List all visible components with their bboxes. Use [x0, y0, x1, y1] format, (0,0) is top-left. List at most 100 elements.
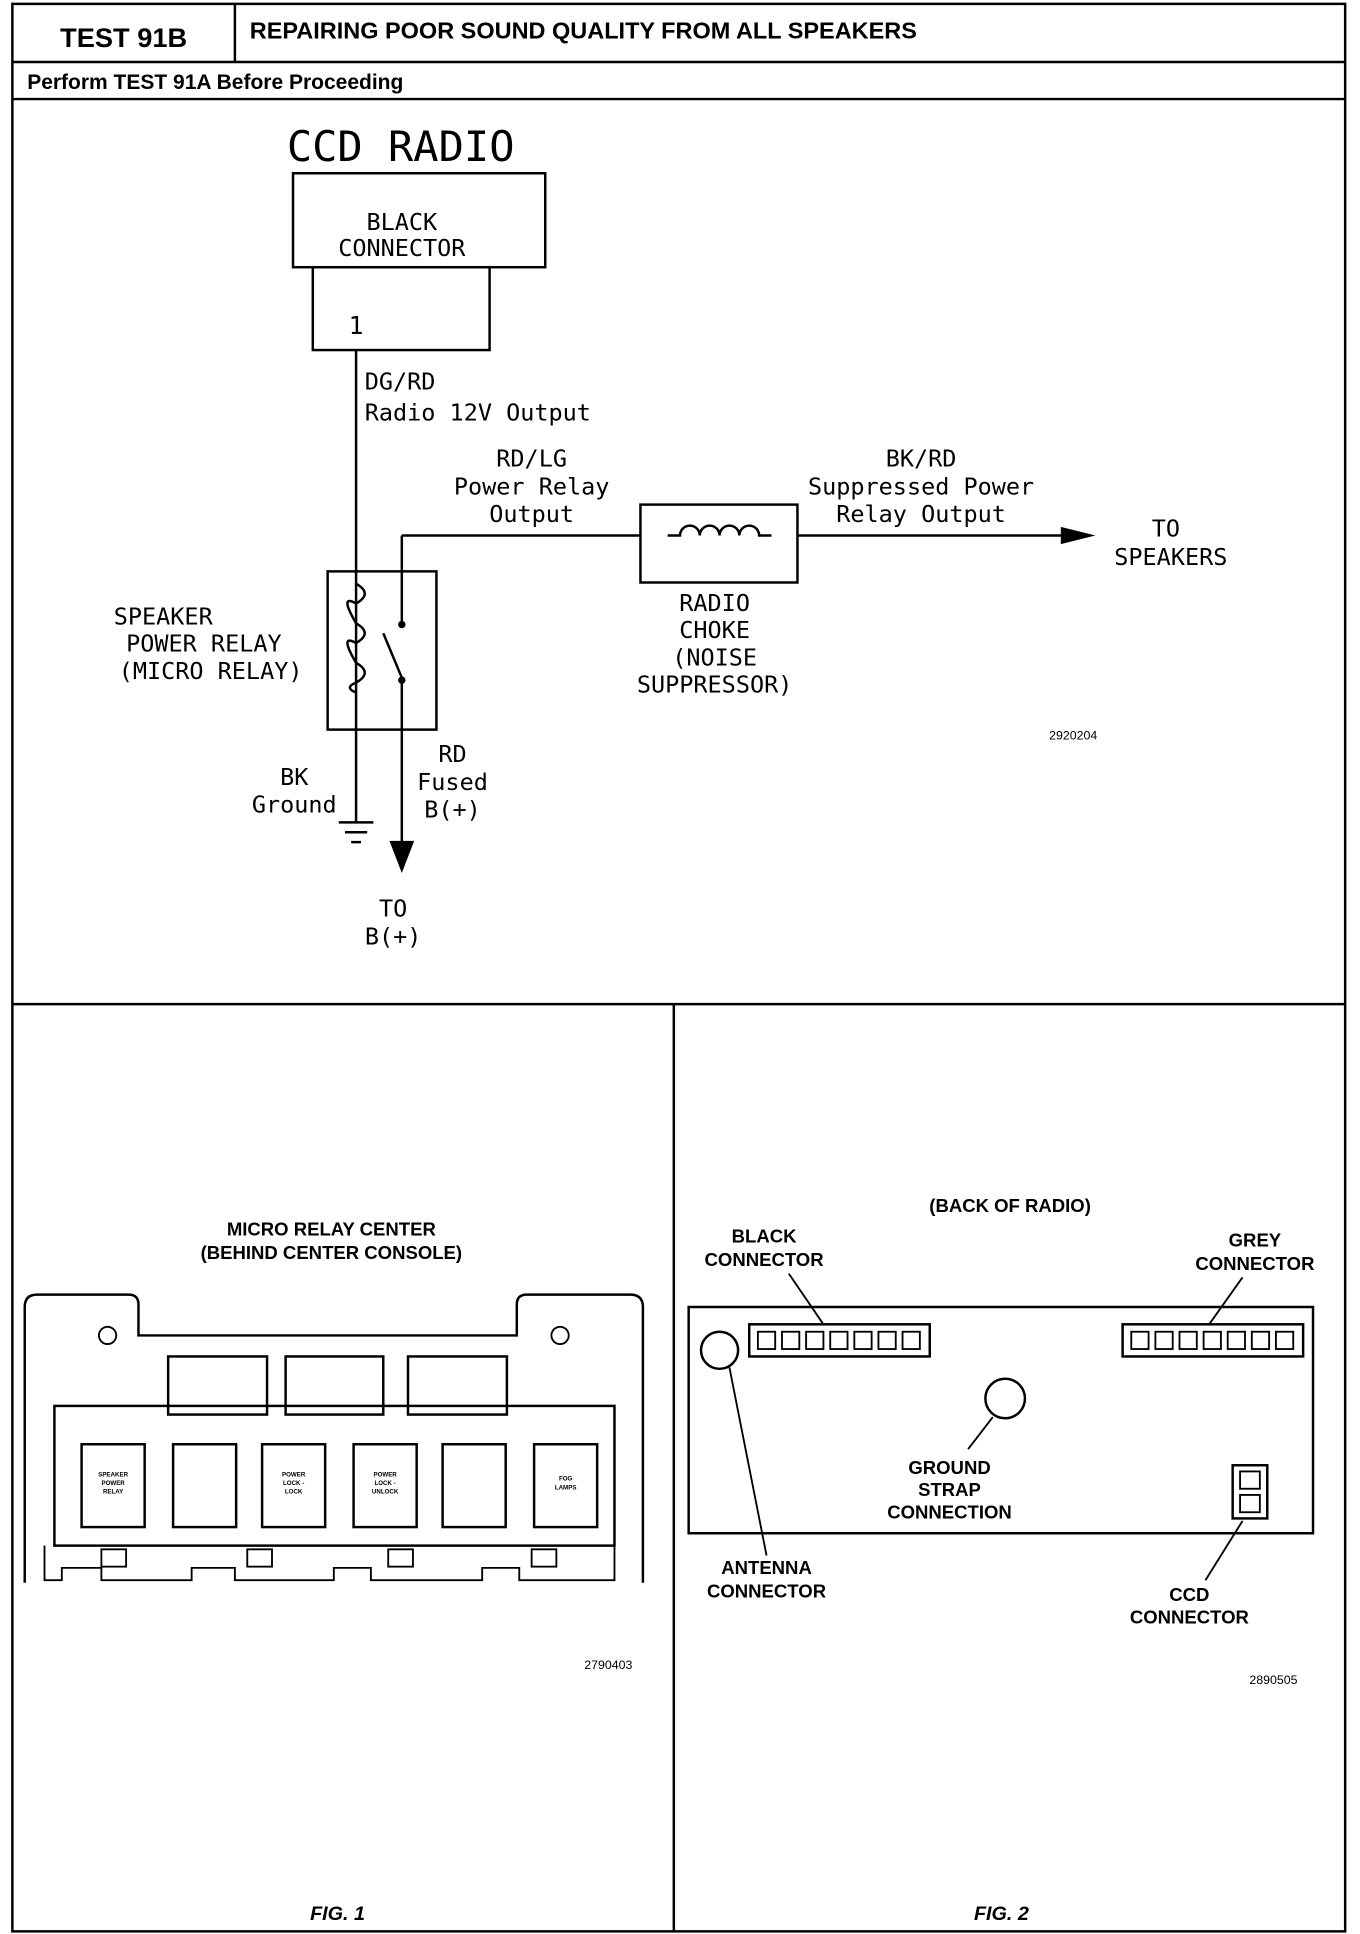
- choke-label-2: CHOKE: [679, 616, 750, 644]
- connector-pin: [1202, 1330, 1222, 1350]
- wire2-color: RD/LG: [496, 444, 567, 472]
- fused-label: Fused: [417, 768, 488, 796]
- radio-choke: [639, 503, 799, 584]
- choke-label-3: (NOISE: [672, 643, 757, 671]
- relay-label: RELAY: [103, 1489, 124, 1496]
- wire1-desc: Radio 12V Output: [365, 399, 591, 427]
- page-frame: [11, 2, 1347, 1933]
- relay-label: LOCK -: [283, 1480, 304, 1487]
- relay-label: SPEAKER: [98, 1471, 128, 1478]
- pin-box: [311, 265, 491, 352]
- connector-pin: [1130, 1330, 1150, 1350]
- connector-pin: [781, 1330, 801, 1350]
- fig2-figure-number: 2890505: [1249, 1673, 1297, 1687]
- grey-connector-label-1: GREY: [1229, 1229, 1282, 1250]
- fig2-caption: FIG. 2: [974, 1903, 1029, 1925]
- ground-color: BK: [280, 763, 309, 791]
- ground-icon: [338, 821, 374, 844]
- fig1-title-1: MICRO RELAY CENTER: [227, 1218, 436, 1239]
- ground-strap-label-3: CONNECTION: [887, 1501, 1012, 1522]
- ccd-connector: [1231, 1464, 1269, 1520]
- relay-slot: POWER LOCK - LOCK: [260, 1443, 327, 1529]
- relay-coil-icon: [346, 582, 366, 694]
- relay-label: POWER: [101, 1480, 125, 1487]
- connector-pin: [1154, 1330, 1174, 1350]
- connector-label-1: BLACK: [366, 208, 438, 236]
- fused-color: RD: [438, 740, 466, 768]
- connector-pin: [805, 1330, 825, 1350]
- ccd-label-1: CCD: [1169, 1584, 1209, 1605]
- relay-label: LAMPS: [555, 1484, 577, 1491]
- ground-label: Ground: [252, 790, 337, 818]
- fig1-title-2: (BEHIND CENTER CONSOLE): [201, 1242, 463, 1263]
- fig1-caption: FIG. 1: [310, 1903, 365, 1925]
- fused-bplus: B(+): [424, 795, 481, 823]
- arrow-right-icon: [1060, 526, 1096, 545]
- relay-label: LOCK: [285, 1489, 303, 1496]
- connector-pin: [756, 1330, 777, 1350]
- to-b-1: TO: [379, 894, 407, 922]
- fig2-back-of-radio: (BACK OF RADIO) BLACK CONNECTOR GREY CON…: [687, 1195, 1314, 1925]
- choke-label-4: SUPPRESSOR): [637, 671, 793, 699]
- relay-label-1: SPEAKER: [114, 603, 214, 631]
- wire3-desc2: Relay Output: [836, 500, 1006, 528]
- figure-number: 2920204: [1049, 729, 1097, 743]
- connector-pin: [829, 1330, 849, 1350]
- pin-number: 1: [349, 311, 364, 340]
- relay-slot: [441, 1443, 507, 1529]
- choke-coil-icon: [667, 524, 772, 537]
- test-id: TEST 91B: [60, 22, 187, 53]
- black-connector-label-2: CONNECTOR: [705, 1249, 824, 1270]
- fig2-title: (BACK OF RADIO): [929, 1195, 1091, 1216]
- relay-switch-icon: [382, 632, 403, 679]
- prerequisite-note: Perform TEST 91A Before Proceeding: [27, 71, 403, 94]
- fig1-figure-number: 2790403: [584, 1658, 632, 1672]
- connector-pin: [901, 1330, 921, 1350]
- relay-label: POWER: [373, 1471, 397, 1478]
- to-b-2: B(+): [365, 923, 422, 951]
- relay-label-3: (MICRO RELAY): [119, 657, 303, 685]
- grey-connector-label-2: CONNECTOR: [1195, 1253, 1314, 1274]
- antenna-label-1: ANTENNA: [721, 1557, 812, 1578]
- relay-slot: POWER LOCK - UNLOCK: [352, 1443, 418, 1529]
- ground-strap-label-2: STRAP: [918, 1479, 981, 1500]
- antenna-connector: [699, 1330, 740, 1371]
- fig1-micro-relay-center: MICRO RELAY CENTER (BEHIND CENTER CONSOL…: [23, 1218, 645, 1925]
- wire2-desc1: Power Relay: [454, 473, 610, 501]
- choke-label-1: RADIO: [679, 589, 750, 617]
- speaker-power-relay: [326, 570, 438, 731]
- relay-slot: SPEAKER POWER RELAY: [80, 1443, 146, 1529]
- relay-label: POWER: [282, 1471, 306, 1478]
- wire3-color: BK/RD: [886, 444, 957, 472]
- relay-label-2: POWER RELAY: [126, 630, 282, 658]
- grey-connector: [1121, 1323, 1305, 1358]
- connector-pin: [1250, 1330, 1271, 1350]
- relay-label: UNLOCK: [372, 1489, 399, 1496]
- ground-strap-label-1: GROUND: [908, 1457, 990, 1478]
- wiring-schematic: CCD RADIO BLACK CONNECTOR 1 DG/RD Radio …: [114, 122, 1228, 951]
- arrow-down-icon: [389, 840, 415, 874]
- relay-label: FOG: [559, 1476, 573, 1483]
- connector-pin: [1226, 1330, 1246, 1350]
- connector-pin: [1275, 1330, 1295, 1350]
- page-title: REPAIRING POOR SOUND QUALITY FROM ALL SP…: [250, 17, 917, 43]
- connector-pin: [853, 1330, 873, 1350]
- to-speakers-1: TO: [1152, 515, 1180, 543]
- radio-title: CCD RADIO: [287, 122, 515, 171]
- connector-pin: [1178, 1330, 1198, 1350]
- ccd-label-2: CONNECTOR: [1130, 1607, 1249, 1628]
- connector-label-2: CONNECTOR: [338, 234, 466, 262]
- black-connector-label-1: BLACK: [732, 1226, 797, 1247]
- relay-slot: [171, 1443, 238, 1529]
- to-speakers-2: SPEAKERS: [1114, 543, 1227, 571]
- wire3-desc1: Suppressed Power: [808, 473, 1034, 501]
- wire1-color: DG/RD: [365, 368, 436, 396]
- wire2-desc2: Output: [489, 500, 574, 528]
- relay-label: LOCK -: [374, 1480, 395, 1487]
- antenna-label-2: CONNECTOR: [707, 1581, 826, 1602]
- connector-pin: [877, 1330, 897, 1350]
- ground-strap: [984, 1377, 1027, 1420]
- black-connector: [748, 1323, 931, 1358]
